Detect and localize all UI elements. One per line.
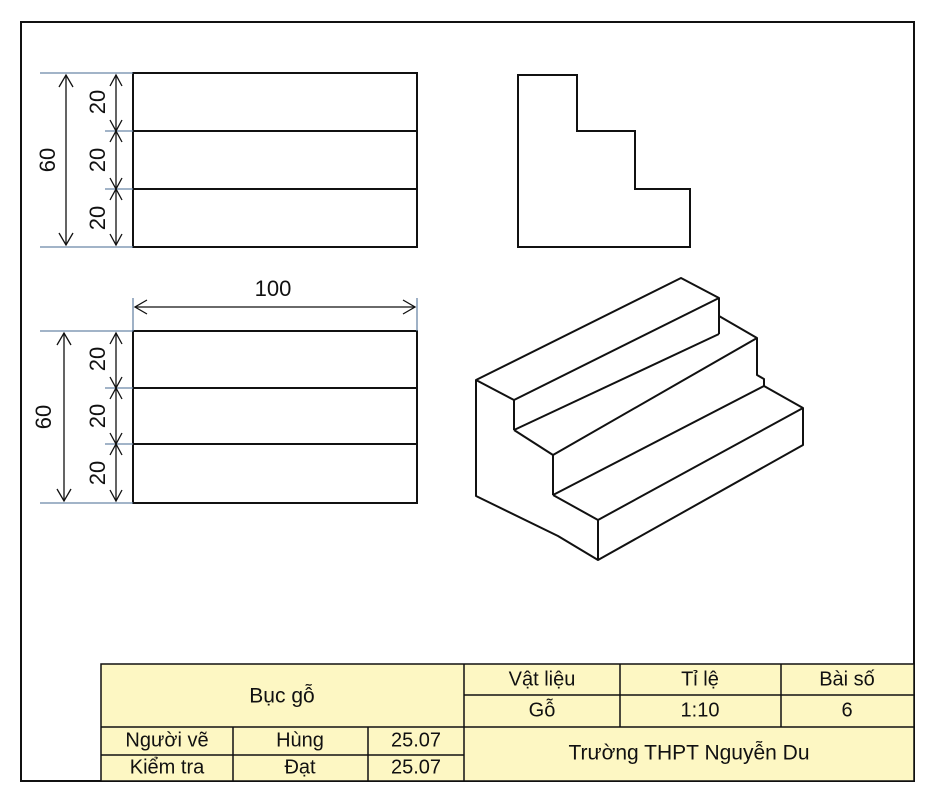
top-view-dimensions [40, 298, 418, 504]
title-block-frame [100, 663, 915, 782]
exercise-number-label: Bài số [819, 668, 875, 690]
scale-value: 1:10 [681, 699, 720, 721]
front-overall-dim-label: 60 [35, 148, 60, 172]
top-view-dim-lines [56, 299, 417, 503]
drawn-by-label: Người vẽ [125, 729, 208, 751]
school-name: Trường THPT Nguyễn Du [568, 742, 809, 765]
material-label: Vật liệu [509, 668, 576, 690]
front-step-dim-label: 20 [85, 148, 110, 172]
top-view [132, 330, 418, 504]
front-view-dimensions [40, 72, 133, 248]
top-step-dim-label: 20 [85, 347, 110, 371]
title-block: Bục gỗ Vật liệu Tỉ lệ Bài số Gỗ 1:10 6 N… [100, 663, 915, 782]
side-view-profile [517, 74, 691, 248]
isometric-view [475, 277, 804, 561]
drawn-by-name: Hùng [276, 729, 324, 751]
material-value: Gỗ [529, 698, 556, 721]
checked-by-name: Đạt [284, 756, 316, 778]
exercise-number-value: 6 [841, 699, 852, 721]
checked-by-date: 25.07 [391, 756, 441, 778]
front-view [132, 72, 418, 248]
scale-label: Tỉ lệ [681, 668, 719, 690]
front-step-dim-label: 20 [85, 90, 110, 114]
top-step-dim-label: 20 [85, 404, 110, 428]
top-overall-dim-label: 60 [31, 405, 56, 429]
front-step-dim-label: 20 [85, 206, 110, 230]
checked-by-label: Kiểm tra [130, 756, 205, 778]
drawn-by-date: 25.07 [391, 729, 441, 751]
drawing-name: Bục gỗ [249, 685, 314, 708]
top-width-dim-label: 100 [255, 276, 292, 301]
top-step-dim-label: 20 [85, 461, 110, 485]
front-view-dim-lines [58, 73, 123, 247]
